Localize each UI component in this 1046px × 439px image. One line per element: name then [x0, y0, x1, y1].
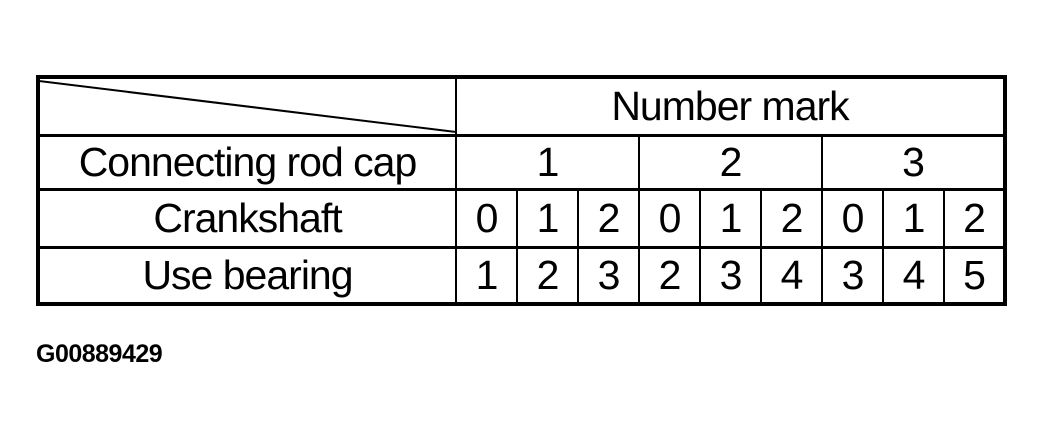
group-cell-3: 3 — [821, 133, 1006, 190]
crankshaft-cell: 1 — [882, 187, 945, 248]
crankshaft-cell: 0 — [821, 187, 884, 248]
row-label-use-bearing: Use bearing — [37, 245, 457, 305]
use-bearing-cell: 4 — [760, 245, 823, 305]
diagonal-header-cell — [37, 76, 457, 136]
crankshaft-cell: 1 — [699, 187, 762, 248]
number-mark-header: Number mark — [455, 76, 1006, 136]
row-label-crankshaft: Crankshaft — [37, 187, 457, 248]
use-bearing-row: Use bearing 1 2 3 2 3 4 3 4 5 — [37, 245, 1006, 305]
use-bearing-cell: 5 — [943, 245, 1006, 305]
crankshaft-cell: 0 — [455, 187, 518, 248]
use-bearing-cell: 4 — [882, 245, 945, 305]
use-bearing-cell: 3 — [577, 245, 640, 305]
use-bearing-cell: 3 — [821, 245, 884, 305]
group-cell-1: 1 — [455, 133, 640, 190]
crankshaft-row: Crankshaft 0 1 2 0 1 2 0 1 2 — [37, 187, 1006, 248]
crankshaft-cell: 0 — [638, 187, 701, 248]
figure-code: G00889429 — [36, 340, 163, 368]
use-bearing-cell: 1 — [455, 245, 518, 305]
use-bearing-cell: 2 — [638, 245, 701, 305]
use-bearing-cell: 3 — [699, 245, 762, 305]
crankshaft-cell: 2 — [577, 187, 640, 248]
row-label-connecting-rod-cap: Connecting rod cap — [37, 133, 457, 190]
crankshaft-cell: 1 — [516, 187, 579, 248]
crankshaft-cell: 2 — [760, 187, 823, 248]
connecting-rod-cap-row: Connecting rod cap 1 2 3 — [37, 133, 1006, 190]
header-row: Number mark — [37, 76, 1006, 136]
use-bearing-cell: 2 — [516, 245, 579, 305]
diagonal-divider-line — [40, 79, 455, 134]
crankshaft-cell: 2 — [943, 187, 1006, 248]
group-cell-2: 2 — [638, 133, 823, 190]
bearing-selection-table: Number mark Connecting rod cap 1 2 3 Cra… — [36, 75, 1007, 306]
